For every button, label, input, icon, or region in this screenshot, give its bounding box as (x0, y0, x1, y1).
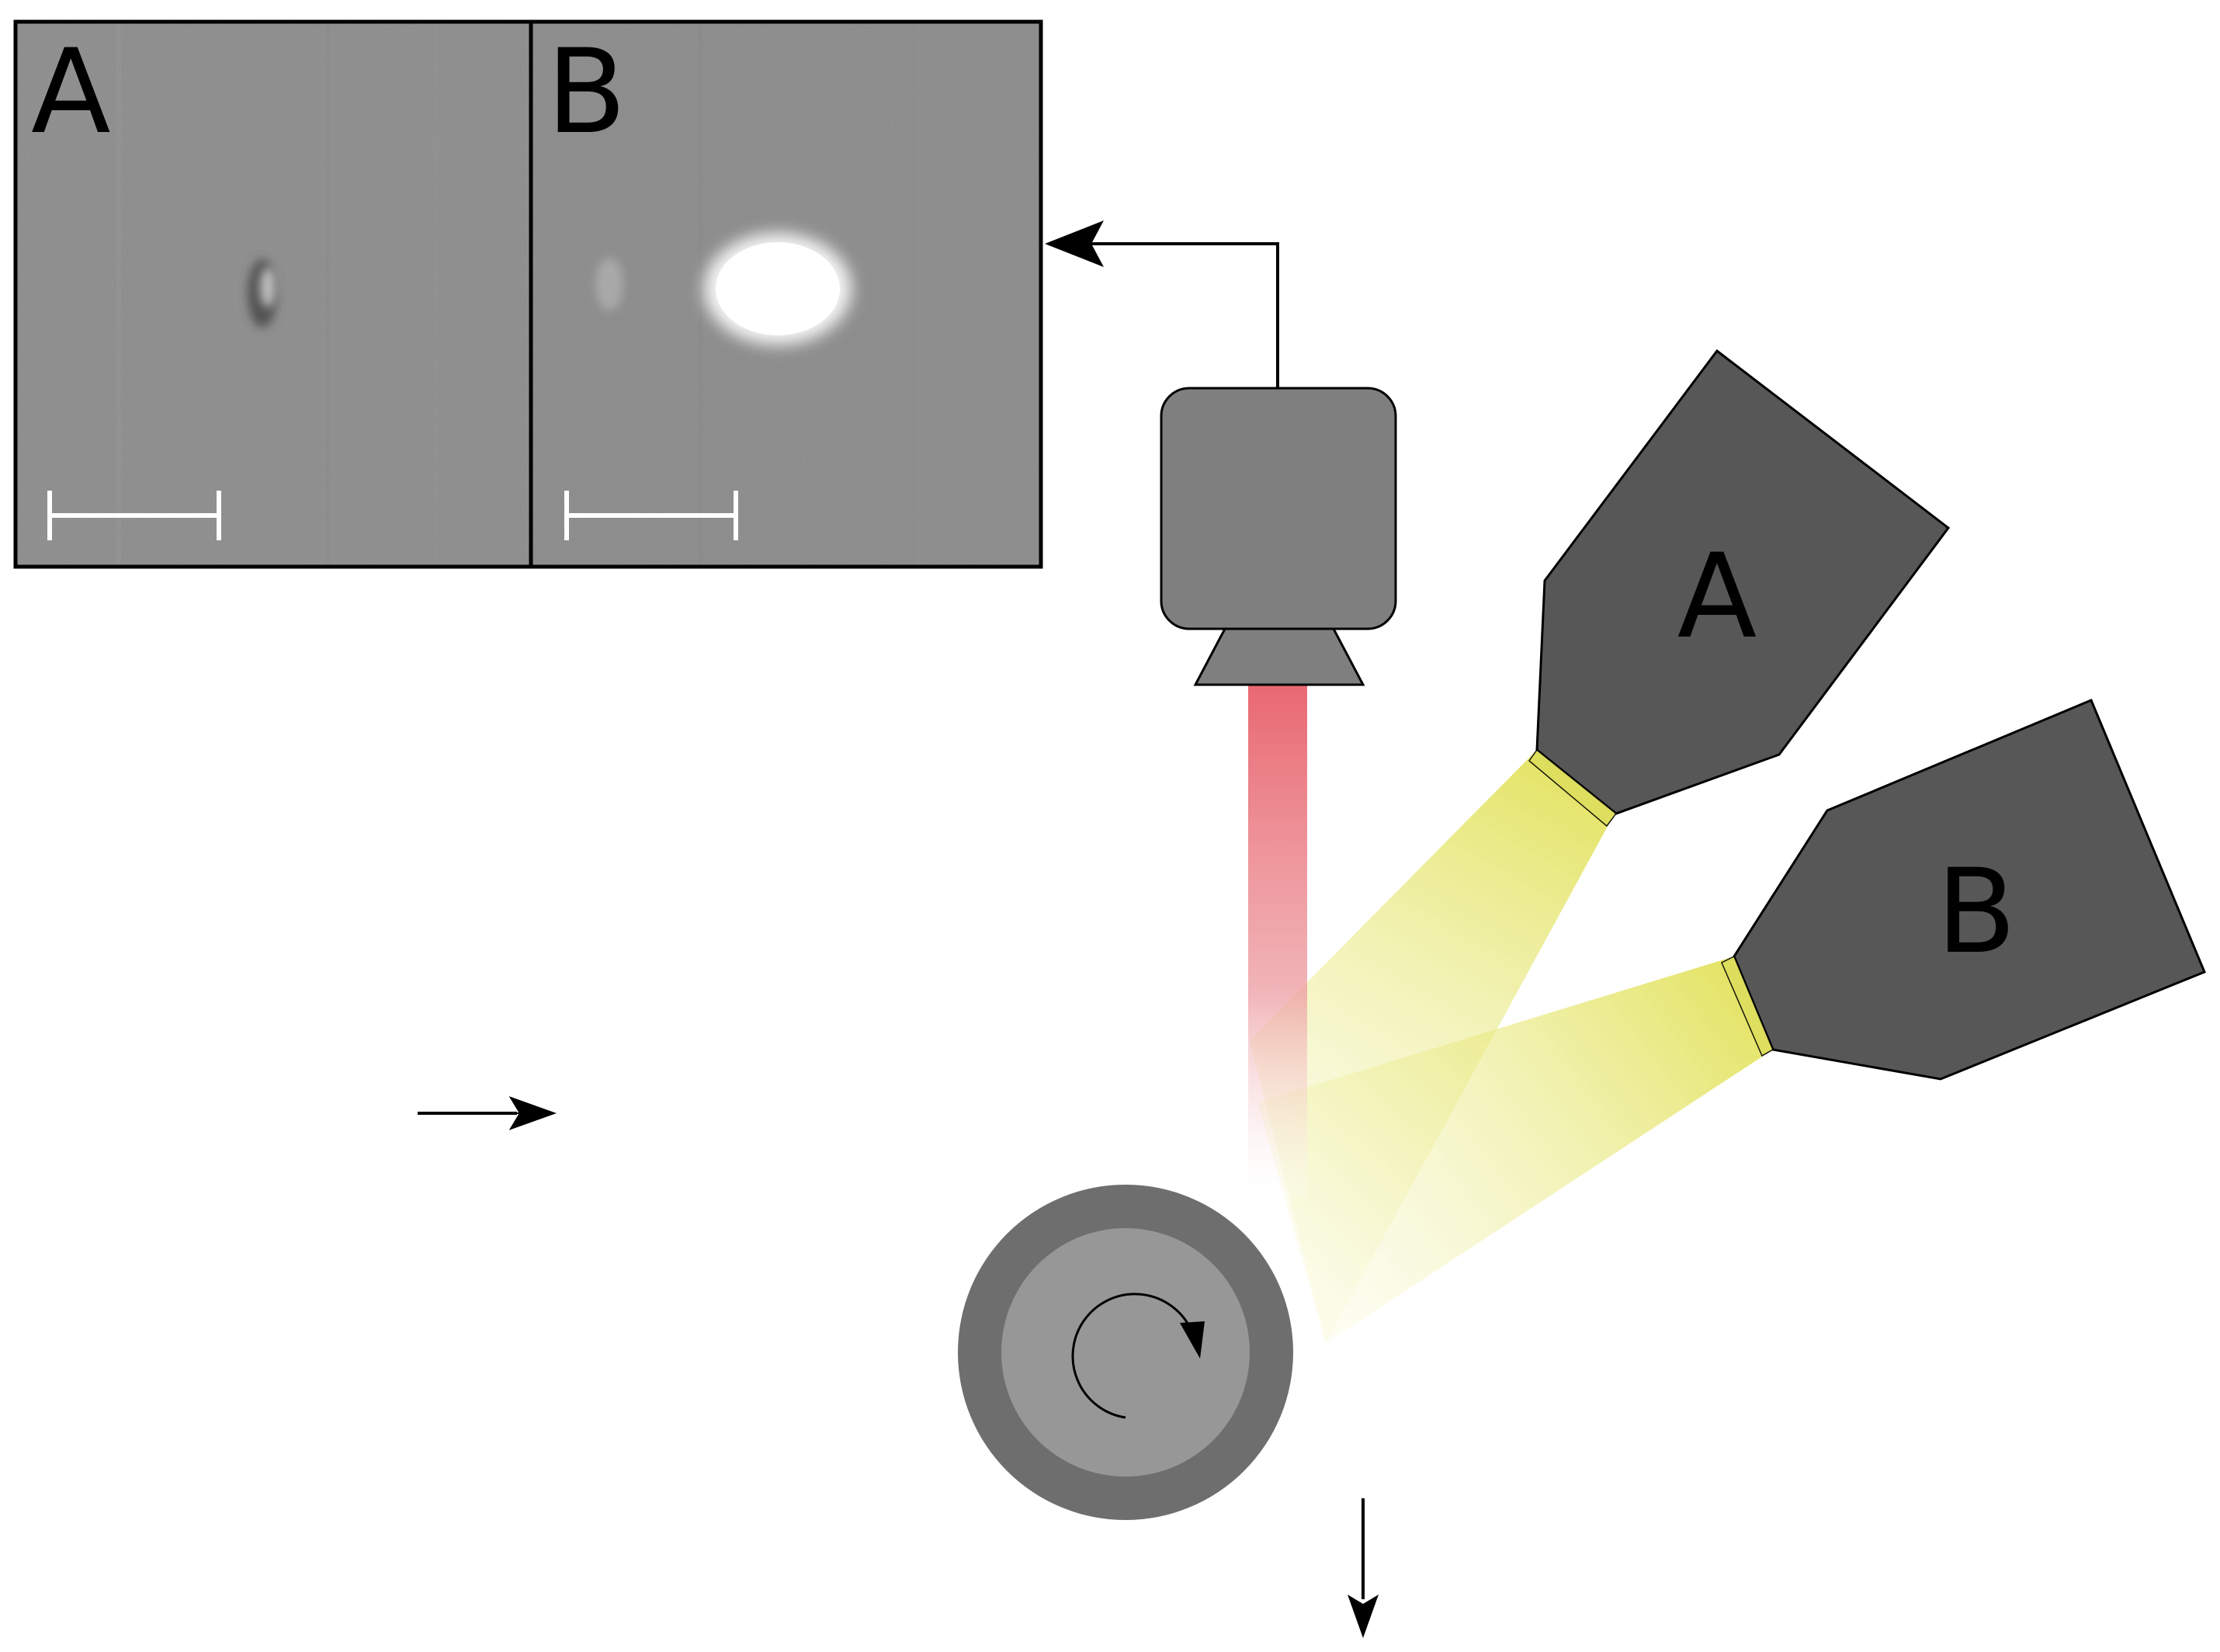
defect-b (595, 233, 852, 345)
panel-b-label: B (546, 25, 626, 160)
scale-bar-b (564, 491, 738, 540)
camera-beam (1248, 685, 1307, 1197)
signal-arrow-icon (1048, 238, 1279, 388)
lamp-a-label: A (1677, 529, 1757, 665)
inset-image: A B (13, 19, 1043, 569)
scale-bar-a (47, 491, 221, 540)
light-beam-b (1257, 956, 1773, 1343)
camera-icon (1160, 387, 1397, 686)
feed-arrow-icon (418, 1096, 557, 1130)
rotation-arrow-icon (1071, 1293, 1205, 1419)
lamp-b-icon: B (1721, 699, 2206, 1081)
lamp-a-icon: A (1528, 349, 1951, 828)
signal-arrowhead (1045, 220, 1104, 267)
panel-a-label: A (31, 25, 111, 160)
lamp-b-label: B (1937, 845, 2017, 980)
inset-border (13, 19, 1043, 569)
inset-streaks (116, 22, 921, 567)
defect-a (248, 259, 277, 328)
roller-icon (958, 1185, 1293, 1520)
output-arrow-icon (1348, 1498, 1379, 1638)
